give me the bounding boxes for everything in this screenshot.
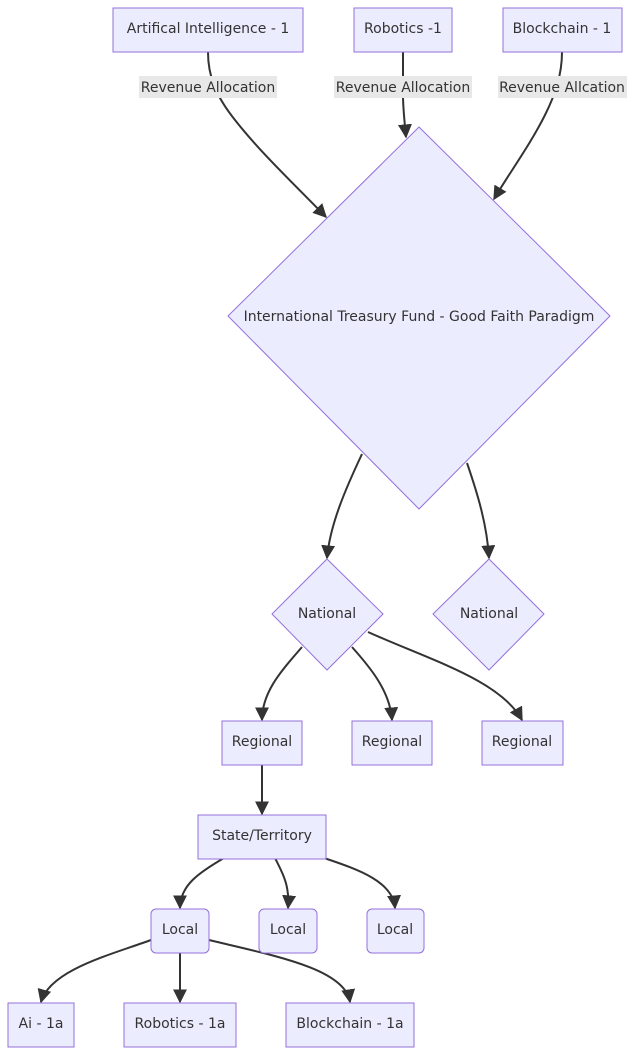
node-leaf-blockchain-label: Blockchain - 1a	[296, 1016, 403, 1032]
node-national-1-diamond	[271, 558, 384, 671]
node-state-box	[197, 814, 327, 860]
node-leaf-robotics-box	[123, 1002, 237, 1048]
node-blockchain-box	[502, 7, 623, 53]
node-regional-3[interactable]: Regional	[481, 720, 564, 766]
edge-fund-to-national-1	[321, 453, 363, 560]
node-local-3-box	[366, 908, 425, 954]
edge-local-to-leaf-1	[37, 939, 152, 1004]
node-regional-2-box	[351, 720, 433, 766]
node-local-3-label: Local	[377, 922, 413, 938]
node-leaf-robotics[interactable]: Robotics - 1a	[123, 1002, 237, 1048]
edges	[37, 51, 563, 1004]
node-ai-box	[112, 7, 304, 53]
node-state-label: State/Territory	[212, 828, 312, 844]
node-national-2-label: National	[460, 606, 518, 622]
edge-state-to-local-1	[173, 857, 225, 910]
edge-label-bg-robotics	[334, 76, 472, 98]
node-leaf-ai[interactable]: Ai - 1a	[7, 1002, 75, 1048]
node-national-2-diamond	[432, 558, 545, 671]
node-leaf-ai-label: Ai - 1a	[19, 1016, 64, 1032]
node-local-2-box	[258, 908, 318, 954]
edge-label-bg-blockchain	[498, 76, 627, 98]
edge-label-ai: Revenue Allocation	[141, 80, 275, 96]
node-leaf-blockchain-box	[285, 1002, 415, 1048]
node-local-2-label: Local	[270, 922, 306, 938]
node-leaf-blockchain[interactable]: Blockchain - 1a	[285, 1002, 415, 1048]
edge-labels: Revenue Allocation Revenue Allocation Re…	[139, 76, 627, 98]
node-fund-label: International Treasury Fund - Good Faith…	[244, 309, 595, 325]
edge-label-bg-ai	[139, 76, 277, 98]
node-national-1[interactable]: National	[271, 558, 384, 671]
edge-state-to-local-2	[274, 857, 297, 910]
node-leaf-robotics-label: Robotics - 1a	[135, 1016, 226, 1032]
edge-label-blockchain: Revenue Allcation	[499, 80, 625, 96]
node-ai-label: Artifical Intelligence - 1	[127, 21, 289, 37]
node-fund[interactable]: International Treasury Fund - Good Faith…	[227, 126, 611, 510]
edge-blockchain-to-fund	[493, 51, 563, 201]
node-regional-3-box	[481, 720, 564, 766]
node-fund-diamond	[227, 126, 611, 510]
node-robotics-label: Robotics -1	[364, 21, 442, 37]
node-local-1-label: Local	[162, 922, 198, 938]
node-blockchain-label: Blockchain - 1	[513, 21, 612, 37]
node-regional-2[interactable]: Regional	[351, 720, 433, 766]
node-robotics[interactable]: Robotics -1	[353, 7, 453, 53]
node-local-1-box	[150, 908, 210, 954]
edge-national-to-regional-2	[351, 646, 399, 722]
edge-ai-to-fund	[207, 51, 327, 219]
node-leaf-ai-box	[7, 1002, 75, 1048]
node-regional-3-label: Regional	[492, 734, 552, 750]
node-national-2[interactable]: National	[432, 558, 545, 671]
node-local-3[interactable]: Local	[366, 908, 425, 954]
node-regional-1[interactable]: Regional	[221, 720, 303, 766]
node-regional-1-label: Regional	[232, 734, 292, 750]
node-local-1[interactable]: Local	[150, 908, 210, 954]
node-local-2[interactable]: Local	[258, 908, 318, 954]
edge-national-to-regional-3	[367, 631, 523, 722]
edge-fund-to-national-2	[466, 462, 496, 560]
node-ai[interactable]: Artifical Intelligence - 1	[112, 7, 304, 53]
node-robotics-box	[353, 7, 453, 53]
node-regional-1-box	[221, 720, 303, 766]
node-state[interactable]: State/Territory	[197, 814, 327, 860]
edge-state-to-local-3	[323, 857, 401, 910]
edge-local-to-leaf-3	[208, 939, 356, 1004]
node-regional-2-label: Regional	[362, 734, 422, 750]
edge-national-to-regional-1	[255, 646, 303, 722]
edge-label-robotics: Revenue Allocation	[336, 80, 470, 96]
node-national-1-label: National	[298, 606, 356, 622]
node-blockchain[interactable]: Blockchain - 1	[502, 7, 623, 53]
